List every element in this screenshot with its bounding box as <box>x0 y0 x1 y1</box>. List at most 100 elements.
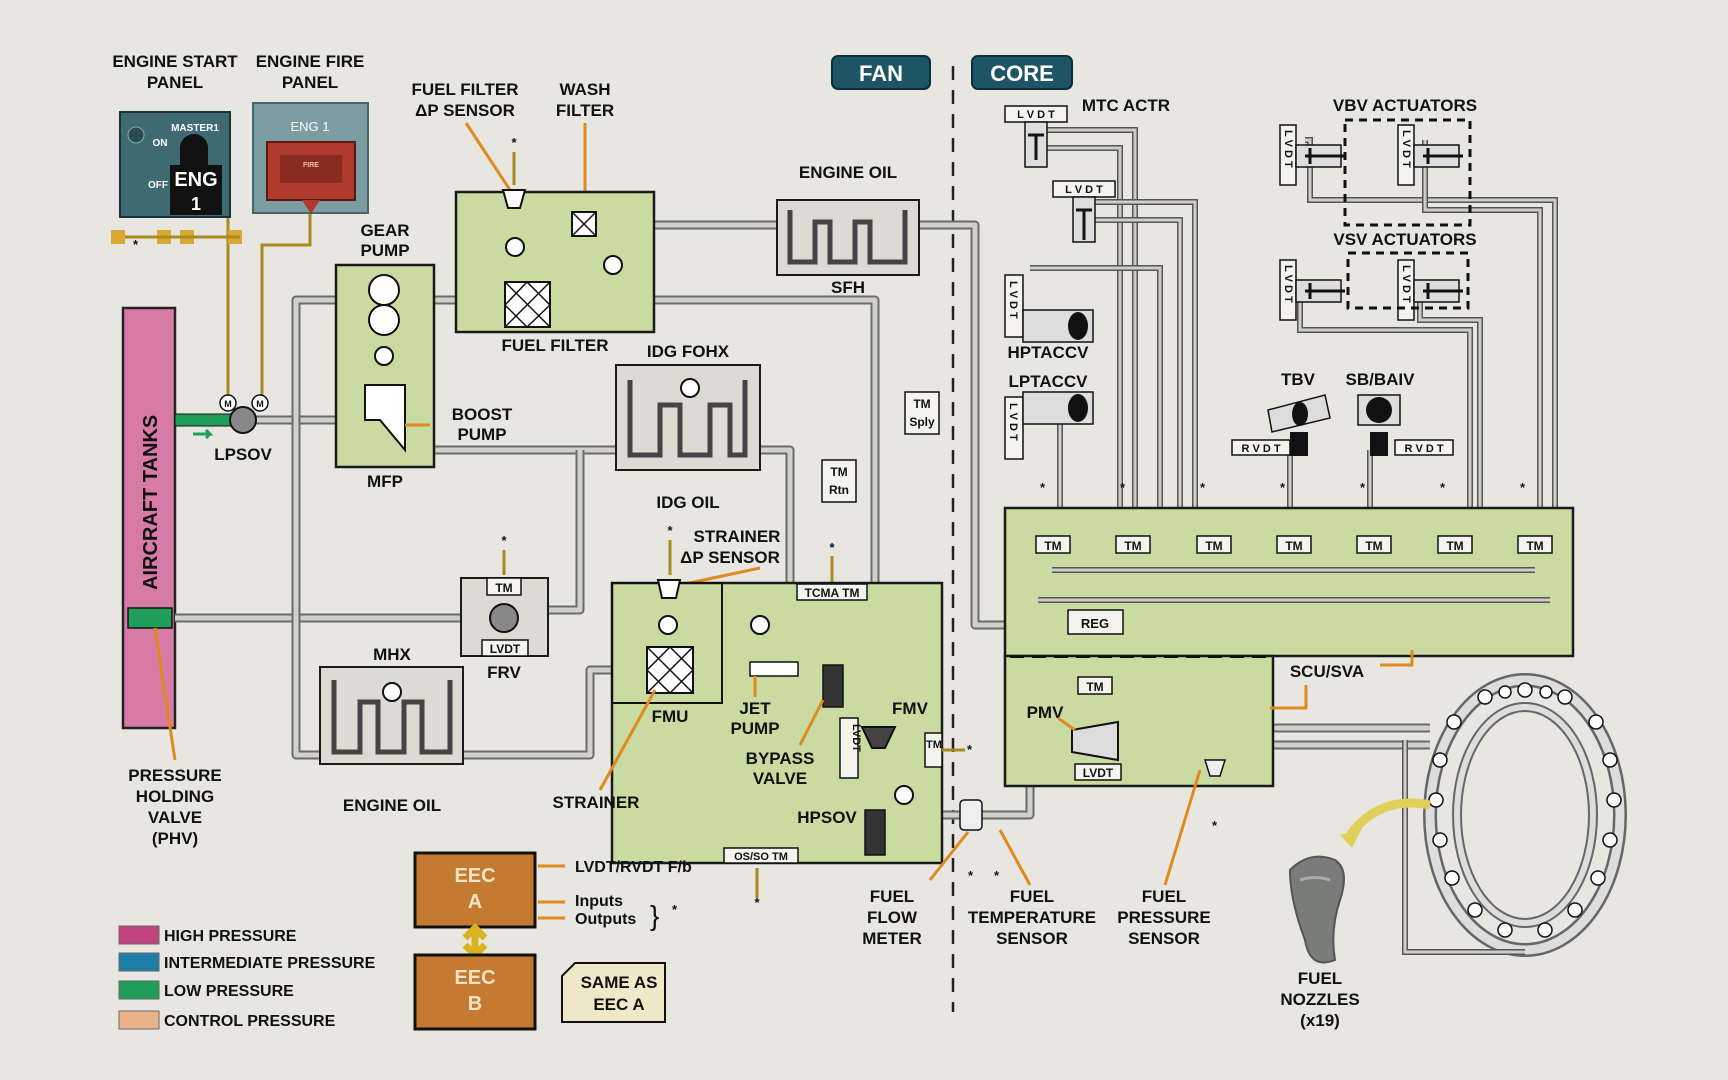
svg-text:TM: TM <box>913 397 930 411</box>
tbv-label: TBV <box>1281 370 1316 389</box>
sfh-label: SFH <box>831 278 865 297</box>
idg-fohx-box <box>615 364 761 471</box>
mtc-actuator-2: L V D T <box>1052 180 1116 243</box>
svg-text:LVDT: LVDT <box>490 642 521 656</box>
engine-fire-label: ENGINE FIRE <box>256 52 365 71</box>
eec-link-arrow-icon <box>462 923 488 960</box>
pmv-valve-icon <box>1071 720 1119 762</box>
svg-text:LOW PRESSURE: LOW PRESSURE <box>164 983 294 1000</box>
engine-start-label-2: PANEL <box>147 73 203 92</box>
strainer-dp-label-2: ΔP SENSOR <box>680 548 780 567</box>
gear-pump-gear-icon-2 <box>368 304 400 336</box>
vbv-actuator-left: L V D T <box>1279 124 1345 186</box>
tm-rtn-box: TM Rtn <box>821 459 857 503</box>
svg-text:R V D T: R V D T <box>1404 443 1443 455</box>
svg-text:METER: METER <box>862 929 922 948</box>
nozzle-pointer-arrow-icon <box>1346 798 1431 838</box>
eec-outputs-label: Outputs <box>575 911 636 928</box>
tbv-valve: R V D T <box>1231 394 1331 456</box>
reg-label: REG <box>1081 616 1109 631</box>
svg-text:L V D T: L V D T <box>1007 403 1019 441</box>
svg-text:*: * <box>1280 480 1286 495</box>
svg-text:TM: TM <box>1285 539 1302 553</box>
engine-oil-top-label: ENGINE OIL <box>799 163 897 182</box>
vsv-actuators-label: VSV ACTUATORS <box>1333 230 1476 249</box>
lpsov-valve: M M <box>219 394 269 434</box>
on-label: ON <box>153 138 168 149</box>
svg-text:TM: TM <box>830 465 847 479</box>
mhx-box <box>319 666 464 765</box>
svg-text:M: M <box>224 399 232 409</box>
svg-text:TEMPERATURE: TEMPERATURE <box>968 908 1096 927</box>
svg-text:TM: TM <box>1124 539 1141 553</box>
control-connectors: * <box>111 230 242 252</box>
mhx-label: MHX <box>373 645 411 664</box>
fuel-flow-meter-label: FUEL <box>870 887 914 906</box>
svg-text:L V D T: L V D T <box>1007 281 1019 319</box>
nozzle-ports <box>1428 682 1622 938</box>
wash-filter-label-2: FILTER <box>556 101 614 120</box>
svg-text:B: B <box>468 993 482 1015</box>
svg-text:*: * <box>1200 480 1206 495</box>
svg-text:VALVE: VALVE <box>753 769 807 788</box>
svg-text:*: * <box>1120 480 1126 495</box>
svg-text:TCMA TM: TCMA TM <box>805 586 860 600</box>
svg-text:*: * <box>994 868 1000 883</box>
svg-text:EEC: EEC <box>454 865 495 887</box>
fuel-flow-meter-sensor <box>959 799 983 831</box>
core-label: CORE <box>990 61 1054 86</box>
fuel-pressure-sensor-label: FUEL <box>1142 887 1186 906</box>
frv-box: TM LVDT <box>460 577 549 657</box>
svg-text:INTERMEDIATE PRESSURE: INTERMEDIATE PRESSURE <box>164 955 376 972</box>
svg-text:A: A <box>468 891 482 913</box>
svg-text:L V D T: L V D T <box>1400 130 1412 168</box>
svg-text:L V D T: L V D T <box>1282 265 1294 303</box>
svg-text:TM: TM <box>1446 539 1463 553</box>
fuel-pressure-sensor-icon <box>1203 759 1227 777</box>
phv-label: PRESSURE <box>128 766 222 785</box>
svg-text:*: * <box>754 895 760 910</box>
svg-text:TM: TM <box>1205 539 1222 553</box>
eng-label: ENG <box>174 169 217 191</box>
jet-pump-label: JET <box>739 699 771 718</box>
core-tab: CORE <box>971 55 1073 90</box>
svg-text:NOZZLES: NOZZLES <box>1280 990 1359 1009</box>
strainer-dp-label: STRAINER <box>694 527 781 546</box>
svg-text:L V D T: L V D T <box>1065 184 1103 196</box>
svg-text:TM: TM <box>1365 539 1382 553</box>
svg-text:(x19): (x19) <box>1300 1011 1340 1030</box>
svg-text:Sply: Sply <box>909 415 935 429</box>
master-switch-knob[interactable] <box>180 134 208 168</box>
fan-tab: FAN <box>831 55 931 90</box>
vbv-group-outline <box>1343 118 1472 227</box>
svg-text:*: * <box>968 868 974 883</box>
same-as-eec-a-note: SAME AS EEC A <box>561 962 666 1023</box>
svg-text:L V D T: L V D T <box>1400 265 1412 303</box>
legend-item-low: LOW PRESSURE <box>118 980 294 1000</box>
svg-text:Rtn: Rtn <box>829 483 849 497</box>
eng-number: 1 <box>191 194 201 214</box>
boost-pump-label: BOOST <box>452 405 513 424</box>
svg-text:EEC A: EEC A <box>593 995 644 1014</box>
off-label: OFF <box>148 180 168 191</box>
mtc-actuator-1: L V D T <box>1004 105 1068 168</box>
svg-text:TM: TM <box>495 581 512 595</box>
fuel-nozzle-manifold <box>1402 673 1627 957</box>
tm-row: TM TM TM TM TM TM TM * * * * * * * <box>1035 480 1553 554</box>
boost-pump-label-2: PUMP <box>457 425 506 444</box>
svg-text:TM: TM <box>1086 680 1103 694</box>
svg-text:L V D T: L V D T <box>1282 130 1294 168</box>
svg-text:HIGH PRESSURE: HIGH PRESSURE <box>164 928 297 945</box>
engine-fire-label-2: PANEL <box>282 73 338 92</box>
wash-filter-label: WASH <box>560 80 611 99</box>
svg-text:OS/SO TM: OS/SO TM <box>734 851 788 863</box>
engine-start-label: ENGINE START <box>112 52 238 71</box>
idg-fohx-label: IDG FOHX <box>647 342 730 361</box>
svg-text:EEC: EEC <box>454 967 495 989</box>
svg-text:*: * <box>1360 480 1366 495</box>
pmv-label: PMV <box>1027 703 1065 722</box>
svg-text:*: * <box>829 540 835 555</box>
fan-label: FAN <box>859 61 903 86</box>
fuel-filter-dp-label: FUEL FILTER <box>411 80 518 99</box>
svg-text:*: * <box>1212 818 1218 833</box>
